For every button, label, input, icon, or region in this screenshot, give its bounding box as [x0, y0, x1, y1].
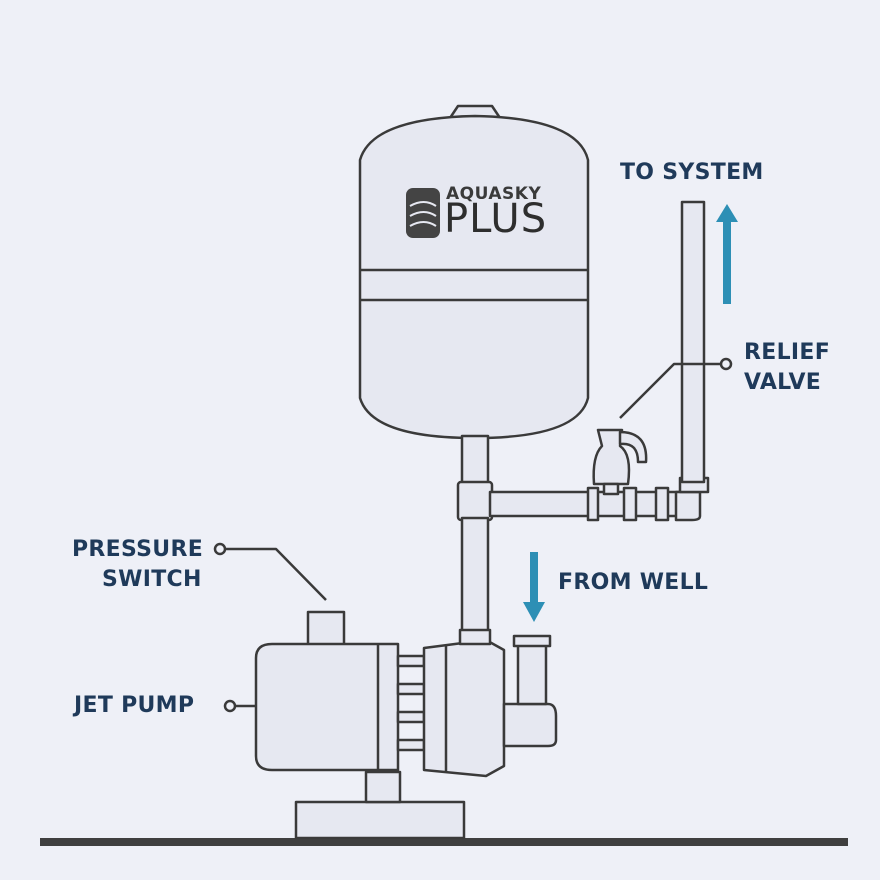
up-arrow-icon: [716, 204, 738, 304]
pressure-switch-label-1: PRESSURE: [72, 537, 204, 562]
inlet-pipe: [502, 702, 558, 748]
brand-line-1: AQUASKY: [446, 184, 542, 204]
relief-valve-label-2: VALVE: [744, 370, 822, 395]
to-system-label: TO SYSTEM: [620, 160, 764, 185]
ground-line: [40, 838, 848, 846]
pump-base: [294, 800, 466, 840]
pressure-switch-label-2: SWITCH: [102, 567, 202, 592]
relief-valve-drawing: [592, 428, 648, 496]
from-well-label: FROM WELL: [558, 570, 709, 595]
to-system-pipe: [680, 200, 706, 484]
aquasky-logo-icon: [406, 188, 440, 238]
pump-motor: [254, 642, 400, 772]
down-arrow-icon: [523, 552, 545, 622]
relief-valve-label-1: RELIEF: [744, 340, 831, 365]
pressure-tank: [358, 104, 590, 440]
pressure-switch-leader: [220, 547, 327, 601]
pressure-switch-box: [306, 610, 346, 648]
tank-outlet-pipe: [460, 434, 490, 488]
system-pipe: [488, 490, 684, 518]
relief-valve-leader: [619, 362, 726, 419]
jet-pump-label: JET PUMP: [74, 693, 195, 718]
brand-line-2: PLUS: [444, 196, 548, 242]
pump-head: [422, 638, 506, 778]
